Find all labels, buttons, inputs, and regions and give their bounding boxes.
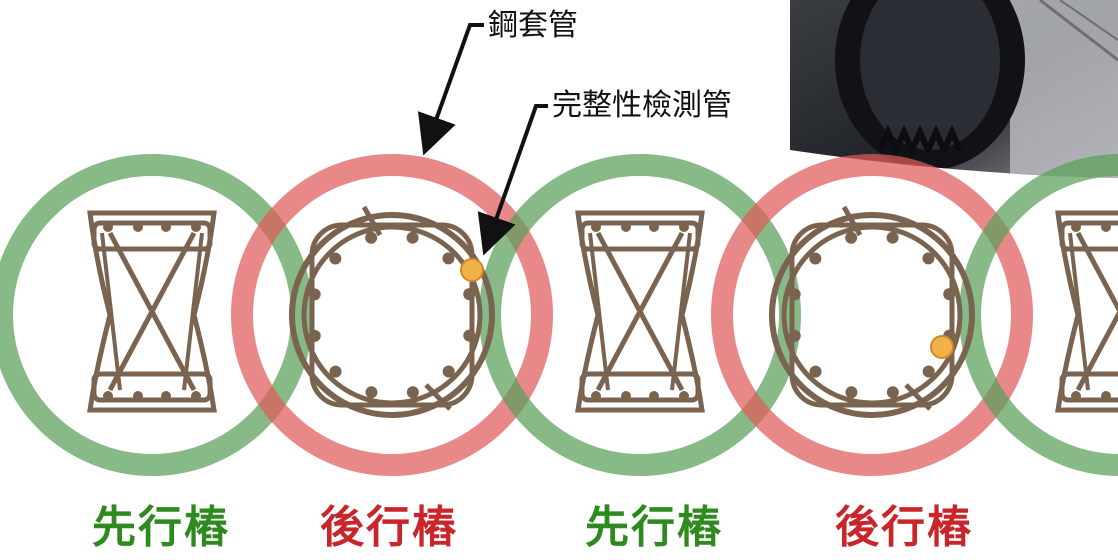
rebar-dot-top-3-0 [591, 222, 601, 232]
rebar-cage-2 [289, 205, 495, 418]
rebar-dot-top-5-1 [1101, 222, 1111, 232]
rebar-dot-bottom-1-1 [133, 391, 143, 401]
rebar-dot-top-3-2 [649, 222, 659, 232]
rebar-dot-2-4 [329, 365, 342, 378]
rebar-dot-bottom-5-0 [1071, 391, 1081, 401]
rebar-cross-tie-5 [1075, 231, 1118, 392]
rebar-dot-top-1-3 [191, 222, 201, 232]
pile-label-2: 後行樁 [320, 502, 458, 553]
pile-label-1: 先行樁 [92, 502, 230, 553]
integrity-tube-4 [930, 335, 954, 359]
rebar-dot-top-3-1 [621, 222, 631, 232]
rebar-spiral-inner-4 [781, 224, 963, 406]
rebar-dot-top-1-1 [133, 222, 143, 232]
rebar-top-bar-5 [1059, 220, 1118, 252]
rebar-cage-1 [87, 210, 217, 413]
rebar-dot-bottom-3-2 [649, 391, 659, 401]
rebar-dot-top-5-0 [1071, 222, 1081, 232]
rebar-bottom-bar-5 [1059, 371, 1118, 403]
rebar-dot-bottom-3-1 [621, 391, 631, 401]
rebar-dot-4-3 [845, 386, 858, 399]
rebar-cage-outline-1 [87, 210, 217, 413]
rebar-dot-top-1-0 [103, 222, 113, 232]
rebar-side-tie-3 [588, 232, 692, 391]
rebar-side-tie-5 [1068, 232, 1090, 391]
rebar-cross-tie-1 [107, 231, 197, 392]
rebar-dot-top-3-3 [679, 222, 689, 232]
secondary-casing-ring-4 [711, 154, 1033, 476]
rebar-dot-2-6 [308, 288, 321, 301]
integrity-tube-leader [477, 104, 548, 256]
rebar-dot-2-5 [308, 329, 321, 342]
pile-label-4: 後行樁 [835, 502, 973, 553]
rebar-dot-4-1 [922, 365, 935, 378]
rebar-cross-tie-3 [595, 231, 685, 392]
rebar-cage-4 [769, 205, 975, 418]
rebar-hook-2 [361, 205, 452, 411]
rebar-dot-2-10 [442, 252, 455, 265]
rebar-side-tie-1 [100, 232, 204, 391]
rebar-dot-bottom-3-0 [591, 391, 601, 401]
rebar-top-bar-3 [579, 220, 701, 252]
rebar-hoop-2 [309, 222, 475, 408]
rebar-hoop-4 [789, 222, 955, 408]
rebar-dot-2-2 [406, 386, 419, 399]
rebar-spiral-inner-2 [301, 224, 483, 406]
rebar-dot-2-1 [442, 365, 455, 378]
integrity-tube-callout: 完整性檢測管 [552, 88, 732, 123]
rebar-dot-bottom-1-0 [103, 391, 113, 401]
rebar-dot-bottom-3-3 [679, 391, 689, 401]
rebar-top-bar-1 [91, 220, 213, 252]
rebar-cage-5 [1055, 210, 1118, 413]
integrity-tube-2 [460, 258, 484, 282]
rebar-dot-4-5 [788, 329, 801, 342]
rebar-dot-4-10 [922, 252, 935, 265]
rebar-dot-2-9 [406, 231, 419, 244]
steel-casing-leader [417, 23, 484, 156]
rebar-dot-2-11 [463, 288, 476, 301]
rebar-dot-bottom-1-2 [161, 391, 171, 401]
rebar-spiral-outer-2 [289, 212, 495, 418]
rebar-spiral-outer-4 [769, 212, 975, 418]
rebar-dot-4-8 [845, 231, 858, 244]
rebar-dot-top-1-2 [161, 222, 171, 232]
rebar-dot-4-2 [886, 386, 899, 399]
rebar-dot-2-7 [329, 252, 342, 265]
rebar-dot-4-4 [809, 365, 822, 378]
rebar-dot-2-3 [365, 386, 378, 399]
rebar-cage-outline-5 [1055, 210, 1118, 413]
rebar-cage-3 [575, 210, 705, 413]
rebar-bottom-bar-3 [579, 371, 701, 403]
pile-label-3: 先行樁 [585, 502, 723, 553]
secondary-casing-ring-2 [231, 154, 553, 476]
rebar-dot-4-11 [943, 288, 956, 301]
rebar-dot-2-0 [463, 329, 476, 342]
rebar-dot-4-6 [788, 288, 801, 301]
rebar-dot-bottom-5-1 [1101, 391, 1111, 401]
steel-casing-photo [790, 0, 1118, 178]
rebar-hook-4 [841, 205, 932, 411]
rebar-bottom-bar-1 [91, 371, 213, 403]
rebar-dot-4-7 [809, 252, 822, 265]
rebar-dot-4-9 [886, 231, 899, 244]
rebar-dot-2-8 [365, 231, 378, 244]
steel-casing-callout: 鋼套管 [488, 8, 578, 43]
rebar-dot-bottom-1-3 [191, 391, 201, 401]
rebar-cage-outline-3 [575, 210, 705, 413]
